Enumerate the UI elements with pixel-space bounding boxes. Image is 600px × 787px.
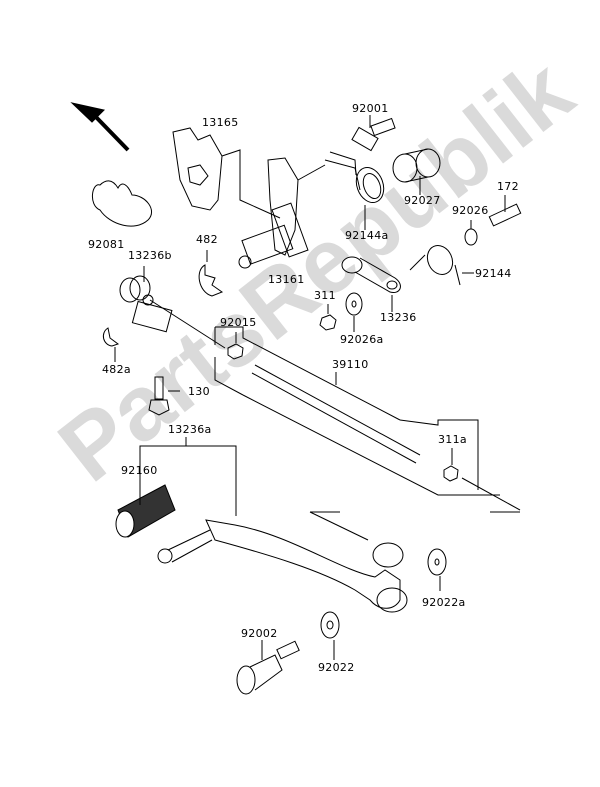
- label-92015: 92015: [220, 316, 257, 329]
- label-92022: 92022: [318, 661, 355, 674]
- label-92001: 92001: [352, 102, 389, 115]
- label-92144: 92144: [475, 267, 512, 280]
- rubber-92160: [115, 480, 176, 538]
- plate-13165: [172, 127, 223, 211]
- label-92027: 92027: [404, 194, 441, 207]
- label-13165: 13165: [202, 116, 239, 129]
- bolt-92002: [236, 640, 300, 695]
- label-311a: 311a: [438, 433, 467, 446]
- lever-13236b: [119, 266, 226, 349]
- label-482a: 482a: [102, 363, 131, 376]
- label-92022a: 92022a: [422, 596, 466, 609]
- label-13236b: 13236b: [128, 249, 172, 262]
- rod-39110: [242, 364, 500, 496]
- washer-92026a: [345, 292, 363, 316]
- pin-92001: [351, 115, 396, 152]
- direction-arrow-icon: [70, 102, 130, 152]
- stud-172: [488, 203, 522, 227]
- label-13236: 13236: [380, 311, 417, 324]
- nut-311: [319, 314, 337, 331]
- arm-13236: [341, 256, 401, 312]
- shaft-13161: [238, 157, 326, 269]
- label-13236a: 13236a: [168, 423, 212, 436]
- collar-92027: [392, 148, 441, 195]
- label-92002: 92002: [241, 627, 278, 640]
- circlip-482a: [102, 327, 120, 347]
- label-92081: 92081: [88, 238, 125, 251]
- label-482: 482: [196, 233, 218, 246]
- label-92026a: 92026a: [340, 333, 384, 346]
- circlip-482: [198, 264, 224, 297]
- label-92144a: 92144a: [345, 229, 389, 242]
- pedal-13236a: [157, 511, 520, 613]
- label-13161: 13161: [268, 273, 305, 286]
- label-311: 311: [314, 289, 336, 302]
- washer-92022a: [427, 548, 447, 576]
- nut-92015: [227, 343, 244, 360]
- washer-92022: [320, 611, 340, 639]
- gasket-92081: [92, 180, 153, 227]
- nut-311a: [443, 465, 459, 482]
- label-172: 172: [497, 180, 519, 193]
- spring-92144a: [324, 151, 385, 230]
- label-130: 130: [188, 385, 210, 398]
- washer-92026: [464, 228, 478, 246]
- label-39110: 39110: [332, 358, 369, 371]
- label-92026: 92026: [452, 204, 489, 217]
- bolt-130: [148, 376, 180, 416]
- label-92160: 92160: [121, 464, 158, 477]
- spring-92144: [409, 244, 474, 286]
